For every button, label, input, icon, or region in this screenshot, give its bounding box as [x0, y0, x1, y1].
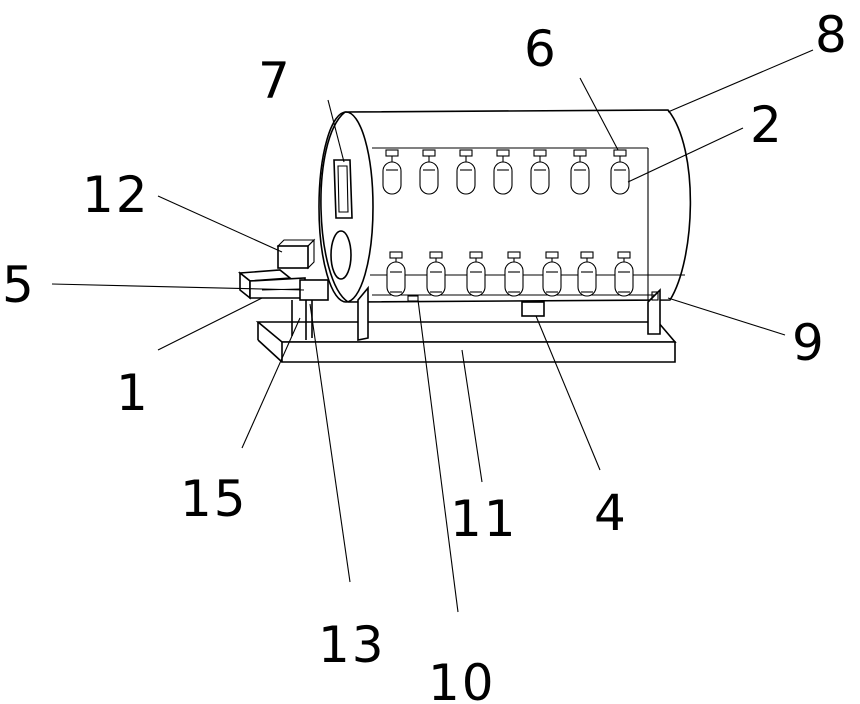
label-5: 5 — [2, 256, 36, 314]
small-block — [408, 296, 418, 301]
label-8: 8 — [815, 6, 849, 64]
label-15: 15 — [180, 470, 248, 528]
leader-15 — [242, 318, 300, 448]
leader-1 — [158, 298, 262, 350]
label-2: 2 — [750, 96, 784, 154]
leader-8 — [668, 50, 813, 112]
leader-12 — [158, 196, 282, 252]
label-4: 4 — [594, 484, 628, 542]
label-12: 12 — [82, 166, 150, 224]
leader-9 — [668, 298, 785, 335]
motor-box — [278, 246, 308, 268]
label-7: 7 — [258, 52, 292, 110]
label-13: 13 — [318, 616, 386, 674]
leader-11 — [462, 350, 482, 482]
label-1: 1 — [116, 364, 150, 422]
label-9: 9 — [792, 314, 826, 372]
base-plate — [258, 322, 675, 362]
label-10: 10 — [428, 654, 496, 704]
label-11: 11 — [450, 490, 518, 548]
sensor-box — [522, 302, 544, 316]
label-6: 6 — [524, 20, 558, 78]
